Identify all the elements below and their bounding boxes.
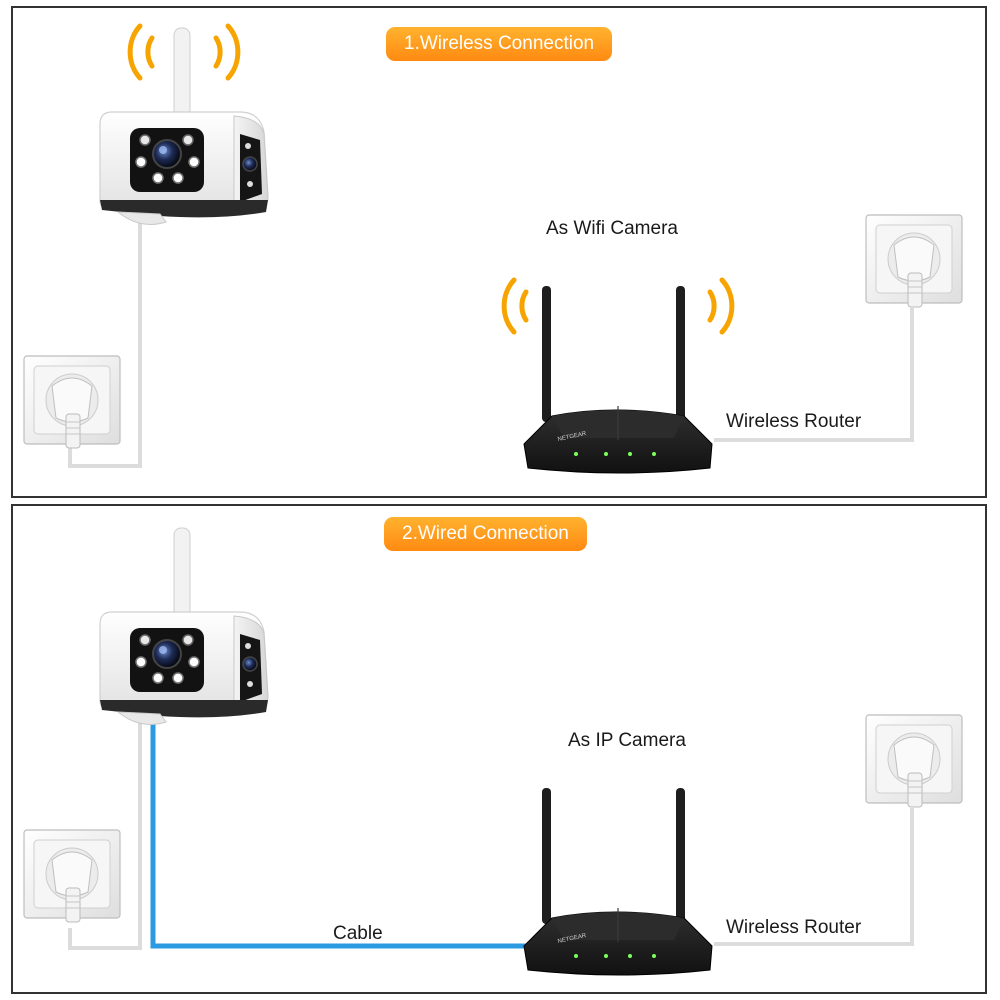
router-signal-right-icon — [710, 280, 732, 332]
camera-icon — [99, 527, 269, 726]
network-cable — [150, 722, 526, 949]
router-power-cable — [714, 308, 914, 442]
cable-label: Cable — [333, 923, 383, 944]
router-power-socket-icon — [865, 714, 963, 808]
router-signal-left-icon — [504, 280, 526, 332]
wired-connection-title: 2.Wired Connection — [384, 517, 587, 551]
camera-power-socket-icon — [23, 355, 121, 449]
wireless-connection-title: 1.Wireless Connection — [386, 27, 613, 61]
wifi-camera-label: As Wifi Camera — [546, 218, 678, 239]
router-icon — [523, 285, 713, 474]
ip-camera-label: As IP Camera — [568, 730, 686, 751]
camera-signal-right-icon — [216, 26, 238, 78]
wireless-router-label: Wireless Router — [726, 917, 862, 938]
camera-power-cable — [68, 716, 142, 950]
router-icon — [523, 787, 713, 976]
router-power-socket-icon — [865, 214, 963, 308]
camera-power-socket-icon — [23, 829, 121, 923]
camera-power-cable — [68, 214, 142, 468]
router-power-cable — [714, 808, 914, 946]
camera-icon — [99, 27, 269, 226]
camera-signal-left-icon — [130, 26, 152, 78]
wireless-router-label: Wireless Router — [726, 411, 862, 432]
